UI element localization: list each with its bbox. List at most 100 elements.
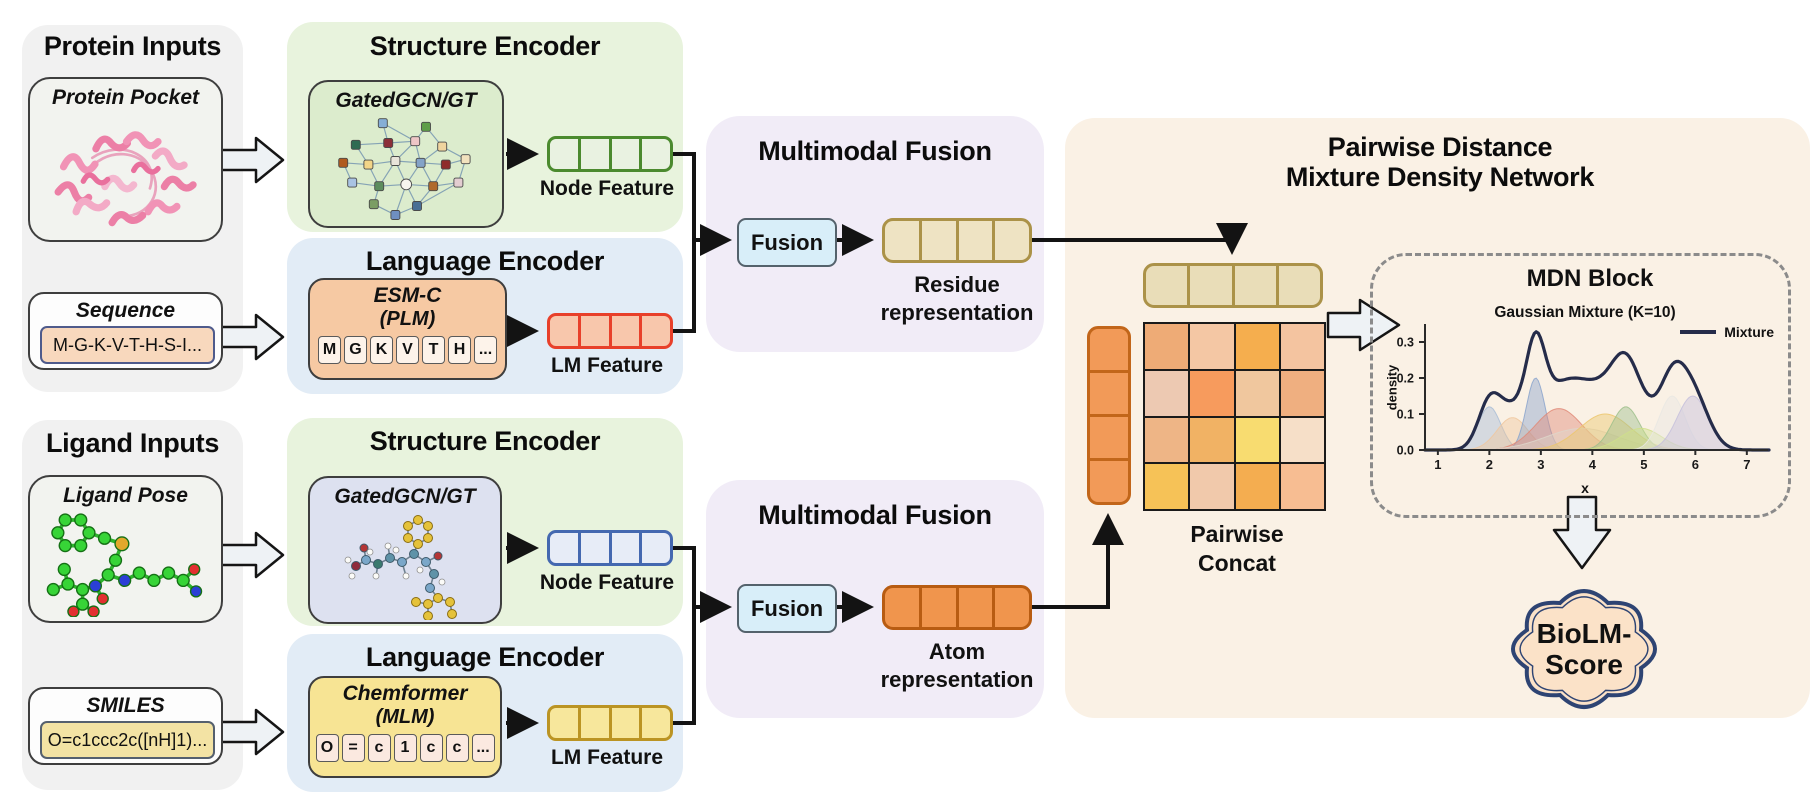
protein-structure-encoder-title: Structure Encoder — [369, 31, 601, 61]
bar-cell — [639, 533, 670, 563]
bar-cell — [577, 316, 609, 346]
plot-title: Gaussian Mixture (K=10) — [1494, 304, 1676, 321]
heatmap-cell — [1145, 370, 1189, 416]
residue-representation-bar — [882, 218, 1032, 263]
token: K — [370, 336, 393, 364]
token: M — [318, 336, 341, 364]
pairwise-mdn-title-line2: Mixture Density Network — [1285, 162, 1595, 193]
heatmap-cell — [1190, 370, 1234, 416]
smiles-title: SMILES — [86, 694, 165, 717]
ligand-pose-title: Ligand Pose — [63, 484, 188, 507]
bar-cell — [992, 588, 1029, 627]
bar-cell — [992, 221, 1029, 260]
atom-label-line2: representation — [880, 666, 1034, 692]
plot-legend: Mixture — [1680, 324, 1774, 340]
protein-pocket-card: Protein Pocket — [28, 77, 223, 242]
ligand-lm-feature-bar — [547, 705, 673, 741]
heatmap-cell — [1145, 324, 1189, 369]
bar-cell — [955, 221, 993, 260]
bar-cell — [608, 708, 640, 738]
heatmap-cell — [1190, 417, 1234, 463]
heatmap-cell — [1190, 464, 1234, 509]
bar-cell — [550, 708, 578, 738]
bar-cell — [639, 139, 670, 169]
svg-text:6: 6 — [1692, 457, 1699, 472]
token: T — [422, 336, 445, 364]
bar-cell — [1090, 370, 1128, 414]
bar-cell — [550, 139, 578, 169]
ligand-gnn-card: GatedGCN/GT — [308, 476, 502, 624]
bar-cell — [550, 316, 578, 346]
atom-to-pairwise-line — [1032, 513, 1124, 609]
pairwise-to-mdn-arrow — [1326, 298, 1401, 352]
token: ... — [471, 734, 495, 762]
plot-ylabel: density — [1384, 364, 1400, 411]
token: G — [344, 336, 367, 364]
ligand-pose-image — [46, 513, 203, 617]
protein-sequence-title: Sequence — [75, 299, 176, 322]
ligand-node-feature-bar — [547, 530, 673, 566]
pairwise-concat-heatmap — [1143, 322, 1326, 511]
token: H — [448, 336, 471, 364]
token: c — [445, 734, 469, 762]
ligand-inputs-title: Ligand Inputs — [45, 428, 220, 458]
svg-text:0.3: 0.3 — [1397, 336, 1414, 350]
biolm-score-line2: Score — [1545, 649, 1623, 680]
protein-feature-junction — [673, 152, 696, 333]
mixture-legend-line — [1680, 330, 1717, 334]
protein-sequence-value: M-G-K-V-T-H-S-I... — [40, 326, 215, 364]
token: V — [396, 336, 419, 364]
sequence-to-language-arrow — [216, 313, 285, 361]
bar-cell — [1090, 329, 1128, 370]
biolm-score-label: BioLM- Score — [1492, 572, 1676, 726]
heatmap-cell — [1280, 464, 1324, 509]
bar-cell — [639, 316, 670, 346]
token: O — [315, 734, 339, 762]
token: c — [419, 734, 443, 762]
bar-cell — [577, 533, 609, 563]
svg-text:4: 4 — [1589, 457, 1597, 472]
esm-model-sub: (PLM) — [379, 308, 436, 330]
pairwise-row-bar — [1143, 263, 1323, 308]
chemformer-model-name: Chemformer — [342, 682, 468, 705]
heatmap-cell — [1190, 324, 1234, 369]
token: ... — [474, 336, 497, 364]
protein-gnn-model-name: GatedGCN/GT — [335, 89, 477, 112]
ligand-fusion-title: Multimodal Fusion — [758, 500, 992, 530]
pairwise-mdn-title-line1: Pairwise Distance — [1327, 132, 1553, 162]
svg-text:3: 3 — [1537, 457, 1544, 472]
ligand-fusion-box: Fusion — [737, 584, 837, 633]
svg-text:1: 1 — [1434, 457, 1441, 472]
plot-xlabel: x — [1581, 480, 1589, 496]
biolm-score-line1: BioLM- — [1536, 617, 1632, 649]
mdn-to-score-arrow — [1552, 495, 1612, 570]
token: 1 — [393, 734, 417, 762]
heatmap-cell — [1145, 464, 1189, 509]
pocket-to-structure-arrow — [216, 136, 285, 184]
residue-label-line1: Residue — [914, 272, 1000, 297]
protein-ribbon-image — [54, 131, 197, 227]
bar-cell — [885, 221, 919, 260]
pose-to-structure-arrow — [216, 531, 285, 579]
svg-text:0.1: 0.1 — [1397, 408, 1414, 422]
ligand-gnn-model-name: GatedGCN/GT — [334, 485, 476, 508]
badge-cloud-shape — [1511, 589, 1657, 709]
heatmap-cell — [1235, 324, 1279, 369]
token: = — [341, 734, 365, 762]
heatmap-cell — [1280, 417, 1324, 463]
bar-cell — [1275, 266, 1320, 305]
thin-arrows — [506, 138, 1248, 739]
mdn-block-title: MDN Block — [1526, 265, 1654, 292]
ligand-lm-feature-label: LM Feature — [550, 746, 663, 769]
pairwise-mdn-title: Pairwise Distance Mixture Density Networ… — [1090, 132, 1790, 192]
pairwise-column-bar — [1087, 326, 1131, 505]
biolm-score-badge: BioLM- Score — [1492, 572, 1676, 726]
svg-text:0.0: 0.0 — [1397, 444, 1414, 458]
chemformer-model-sub: (MLM) — [375, 706, 435, 728]
bar-cell — [1187, 266, 1231, 305]
